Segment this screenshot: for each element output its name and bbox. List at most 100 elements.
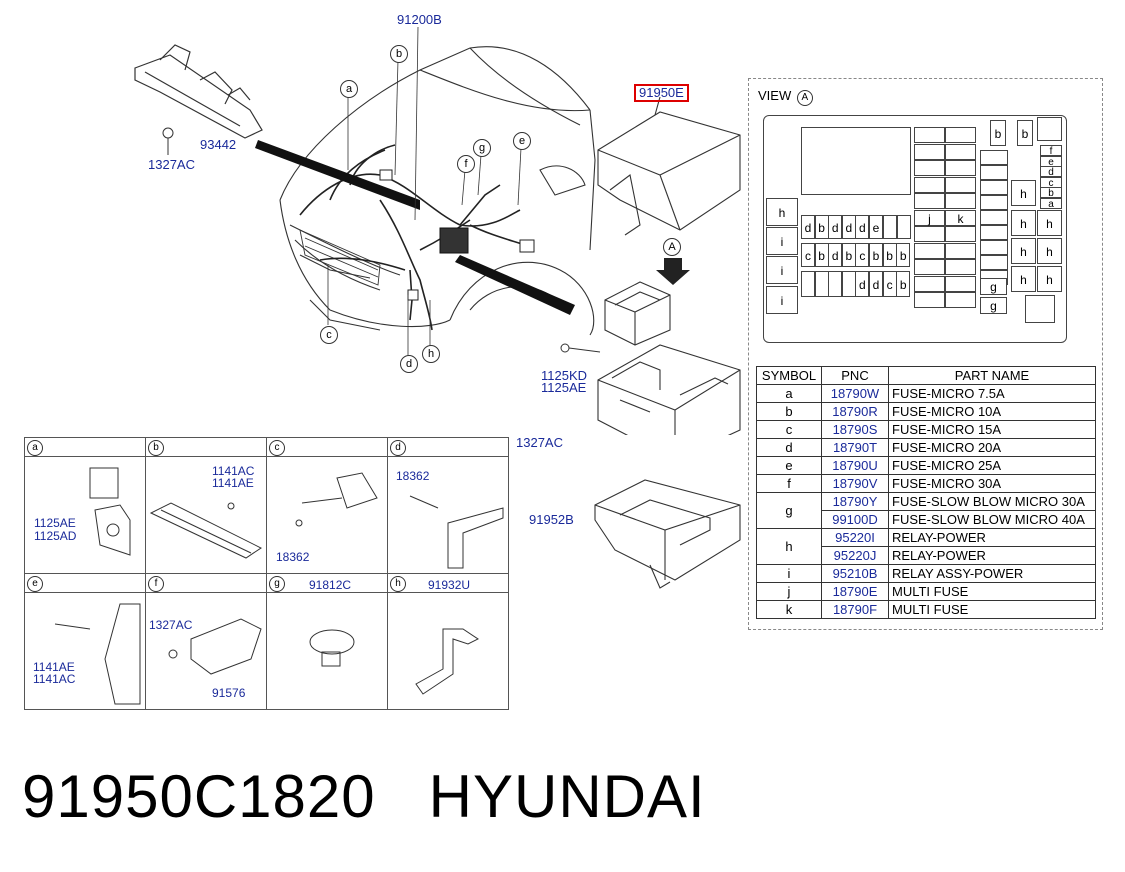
fuse-slot-h[interactable]: h <box>1037 238 1062 264</box>
legend-pnc[interactable]: 95220J <box>821 546 889 565</box>
detail-a-p1[interactable]: 1125AE <box>34 516 76 530</box>
detail-b-p1[interactable]: 1141AC <box>212 464 255 478</box>
fuse-slot-k[interactable]: k <box>945 209 976 226</box>
fuse-slot-i[interactable]: i <box>766 286 798 314</box>
fuse-slot-b[interactable]: b <box>1040 187 1062 199</box>
legend-pnc[interactable]: 18790V <box>821 474 889 493</box>
fuse-slot-b[interactable]: b <box>882 243 897 267</box>
fuse-slot-empty[interactable] <box>1025 295 1055 323</box>
fuse-slot-empty[interactable] <box>814 271 829 297</box>
fuse-slot-empty[interactable] <box>914 275 945 292</box>
fuse-slot-empty[interactable] <box>980 255 1008 270</box>
fuse-slot-c[interactable]: c <box>801 243 815 267</box>
detail-e-p1[interactable]: 1141AE <box>33 660 75 674</box>
detail-h-p1[interactable]: 91932U <box>428 578 471 592</box>
fuse-slot-empty[interactable] <box>980 240 1008 255</box>
legend-pnc[interactable]: 99100D <box>821 510 889 529</box>
fuse-slot-c[interactable]: c <box>1040 176 1062 189</box>
fuse-slot-h[interactable]: h <box>1037 266 1062 292</box>
fuse-slot-d[interactable]: d <box>1040 166 1062 178</box>
fuse-slot-i[interactable]: i <box>766 256 798 284</box>
legend-pnc[interactable]: 95220I <box>821 528 889 547</box>
fuse-slot-empty[interactable] <box>801 271 815 297</box>
fuse-slot-empty[interactable] <box>883 215 897 239</box>
fuse-slot-empty[interactable] <box>980 150 1008 165</box>
fuse-slot-empty[interactable] <box>914 143 945 160</box>
fuse-slot-b[interactable]: b <box>814 243 829 267</box>
fuse-slot-empty[interactable] <box>945 242 976 259</box>
fuse-slot-empty[interactable] <box>914 176 945 193</box>
fuse-slot-g[interactable]: g <box>980 278 1007 295</box>
fuse-slot-a[interactable]: a <box>1040 197 1062 210</box>
fuse-slot-empty[interactable] <box>945 127 976 143</box>
detail-b-p2[interactable]: 1141AE <box>212 476 254 490</box>
fuse-slot-f[interactable]: f <box>1040 145 1062 157</box>
fuse-slot-empty[interactable] <box>945 292 976 308</box>
fuse-slot-empty[interactable] <box>945 259 976 275</box>
fuse-slot-empty[interactable] <box>945 193 976 209</box>
fuse-slot-empty[interactable] <box>914 193 945 209</box>
fuse-slot-empty[interactable] <box>980 210 1008 225</box>
label-crossmember[interactable]: 93442 <box>200 137 237 152</box>
fuse-slot-h[interactable]: h <box>1011 266 1036 292</box>
label-bracket[interactable]: 91952B <box>529 512 574 527</box>
fuse-slot-empty[interactable] <box>945 275 976 292</box>
fuse-slot-b[interactable]: b <box>990 120 1006 146</box>
detail-a-p2[interactable]: 1125AD <box>34 529 77 543</box>
fuse-slot-g[interactable]: g <box>980 297 1007 314</box>
fuse-slot-h[interactable]: h <box>1011 210 1036 236</box>
label-nut-mid[interactable]: 1327AC <box>516 435 563 450</box>
detail-d-p1[interactable]: 18362 <box>396 469 430 483</box>
label-harness-main[interactable]: 91200B <box>397 12 442 27</box>
fuse-slot-empty[interactable] <box>945 160 976 176</box>
fuse-slot-b[interactable]: b <box>1017 120 1033 146</box>
detail-f-p2[interactable]: 91576 <box>212 686 246 700</box>
fuse-slot-h[interactable]: h <box>766 198 798 226</box>
fuse-slot-e[interactable]: e <box>1040 155 1062 168</box>
fuse-slot-b[interactable]: b <box>841 243 856 267</box>
detail-f-p1[interactable]: 1327AC <box>149 618 193 632</box>
legend-pnc[interactable]: 95210B <box>821 564 889 583</box>
legend-pnc[interactable]: 18790S <box>821 420 889 439</box>
fuse-slot-d[interactable]: d <box>869 271 883 297</box>
legend-pnc[interactable]: 18790F <box>821 600 889 619</box>
detail-e-p2[interactable]: 1141AC <box>33 672 76 686</box>
detail-g-p1[interactable]: 91812C <box>309 578 352 592</box>
fuse-slot-empty[interactable] <box>1037 117 1062 141</box>
fuse-slot-empty[interactable] <box>945 143 976 160</box>
detail-c-p1[interactable]: 18362 <box>276 550 310 564</box>
fuse-slot-d[interactable]: d <box>841 215 856 239</box>
fuse-slot-d[interactable]: d <box>855 271 870 297</box>
fuse-slot-j[interactable]: j <box>914 209 945 226</box>
fuse-slot-h[interactable]: h <box>1011 180 1036 206</box>
fuse-slot-b[interactable]: b <box>869 243 883 267</box>
fuse-slot-b[interactable]: b <box>896 243 911 267</box>
label-bolt-ae[interactable]: 1125AE <box>541 380 587 395</box>
legend-pnc[interactable]: 18790T <box>821 438 889 457</box>
fuse-slot-h[interactable]: h <box>1037 210 1062 236</box>
fuse-slot-c[interactable]: c <box>855 243 870 267</box>
fuse-slot-c[interactable]: c <box>882 271 897 297</box>
fuse-slot-empty[interactable] <box>841 271 856 297</box>
fuse-slot-b[interactable]: b <box>814 215 829 239</box>
fuse-slot-empty[interactable] <box>801 127 911 195</box>
fuse-slot-empty[interactable] <box>980 225 1008 240</box>
fuse-slot-empty[interactable] <box>945 226 976 242</box>
legend-pnc[interactable]: 18790U <box>821 456 889 475</box>
fuse-slot-empty[interactable] <box>945 176 976 193</box>
legend-pnc[interactable]: 18790E <box>821 582 889 601</box>
fuse-slot-empty[interactable] <box>980 195 1008 210</box>
label-junction-block[interactable]: 91950E <box>634 84 689 102</box>
fuse-slot-empty[interactable] <box>828 271 843 297</box>
fuse-slot-e[interactable]: e <box>869 215 883 239</box>
legend-pnc[interactable]: 18790W <box>821 384 889 403</box>
fuse-slot-d[interactable]: d <box>828 215 843 239</box>
fuse-slot-empty[interactable] <box>914 226 945 242</box>
fuse-slot-i[interactable]: i <box>766 227 798 255</box>
fuse-slot-h[interactable]: h <box>1011 238 1036 264</box>
legend-pnc[interactable]: 18790R <box>821 402 889 421</box>
fuse-slot-d[interactable]: d <box>828 243 843 267</box>
fuse-slot-empty[interactable] <box>897 215 911 239</box>
fuse-slot-empty[interactable] <box>914 160 945 176</box>
fuse-slot-b[interactable]: b <box>896 271 911 297</box>
